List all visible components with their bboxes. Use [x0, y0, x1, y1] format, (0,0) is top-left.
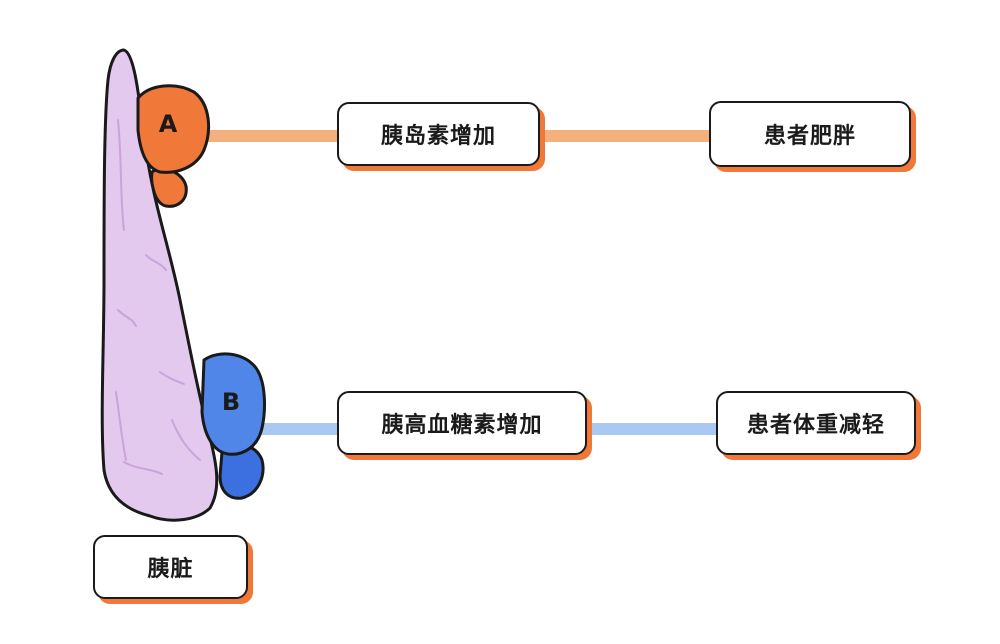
box-patient-obese-text: 患者肥胖 [763, 124, 856, 149]
box-weight-loss: 患者体重减轻 [716, 391, 916, 455]
connector-a-1 [200, 130, 340, 142]
box-patient-obese: 患者肥胖 [709, 101, 911, 167]
box-insulin-increase: 胰岛素增加 [337, 102, 540, 166]
connector-b-1 [255, 423, 340, 435]
gland-b-label: B [222, 388, 240, 416]
box-weight-loss-text: 患者体重减轻 [746, 413, 885, 438]
gland-b-main-lobe [200, 352, 266, 456]
pancreas-body [100, 48, 219, 522]
connector-a-2 [540, 130, 712, 142]
pancreas-texture [115, 119, 201, 475]
box-pancreas-label: 胰脏 [93, 535, 248, 599]
gland-a-main-lobe [136, 84, 211, 174]
connector-b-2 [585, 423, 718, 435]
box-glucagon-increase-text: 胰高血糖素增加 [381, 413, 543, 438]
box-glucagon-increase: 胰高血糖素增加 [337, 391, 587, 455]
gland-a-label: A [159, 110, 178, 138]
box-pancreas-label-text: 胰脏 [147, 557, 194, 582]
box-insulin-increase-text: 胰岛素增加 [380, 124, 496, 149]
